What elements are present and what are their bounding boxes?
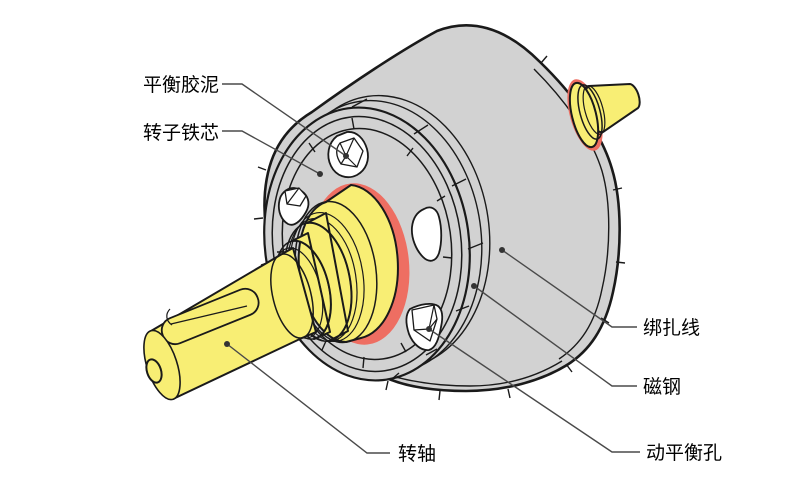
balance-hole-right [410,206,443,262]
rear-shaft [567,79,641,151]
balance-hole-bottom [405,302,444,351]
leader-shaft [226,343,390,454]
labels: 平衡胶泥 转子铁芯 转轴 绑扎线 磁钢 动平衡孔 [143,74,722,465]
leader-rotor-core [222,130,321,175]
leader-magnet-steel [473,285,637,387]
label-balance-clay: 平衡胶泥 [143,74,219,96]
label-binding-wire: 绑扎线 [643,317,700,339]
rear-shaft-disc [568,81,600,149]
front-shaft [143,183,410,401]
label-balance-hole: 动平衡孔 [646,442,722,464]
leader-binding-wire [501,249,637,328]
shaft-tip-hole [145,358,163,384]
rotor-body [253,23,626,401]
leader-balance-hole [428,328,640,453]
label-rotor-core: 转子铁芯 [143,122,219,144]
label-magnet-steel: 磁钢 [643,376,681,398]
leader-balance-clay [222,83,347,157]
balance-clay-bottom [411,304,438,342]
leader-lines [222,83,640,454]
label-shaft: 转轴 [398,443,436,465]
balance-hole-left [277,187,310,226]
balance-clay-left [284,187,307,207]
surface-segment-ticks [351,98,484,380]
